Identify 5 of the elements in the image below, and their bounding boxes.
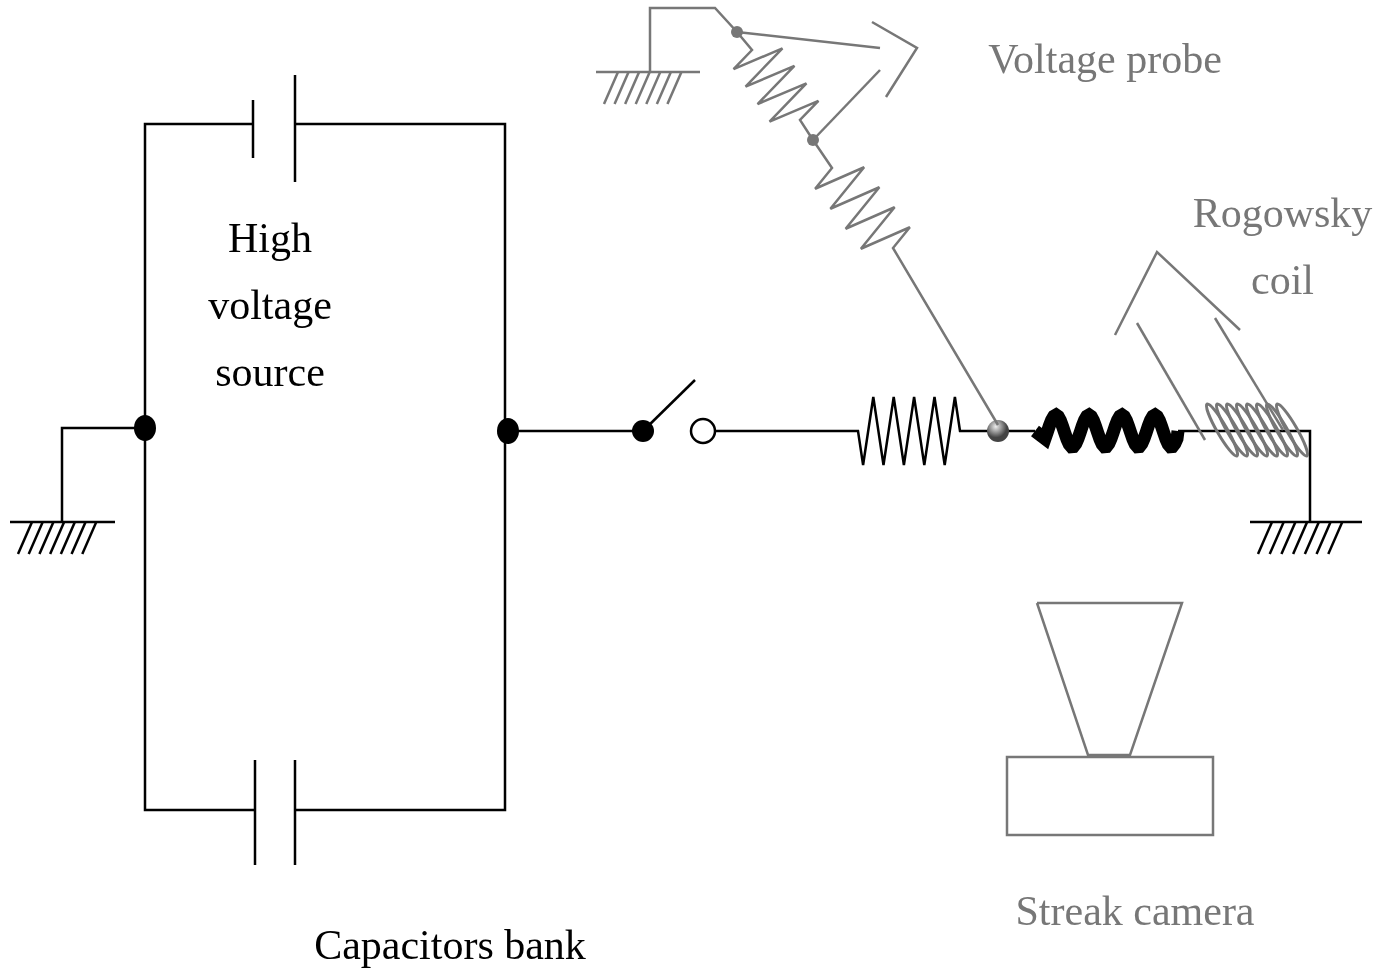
probe-label: Voltage probe	[987, 35, 1223, 84]
bank-label: Capacitors bank	[313, 921, 587, 970]
coil-label: Rogowsky coil	[1191, 189, 1374, 305]
source-label: High voltage source	[207, 214, 333, 397]
camera-label: Streak camera	[1014, 887, 1256, 936]
